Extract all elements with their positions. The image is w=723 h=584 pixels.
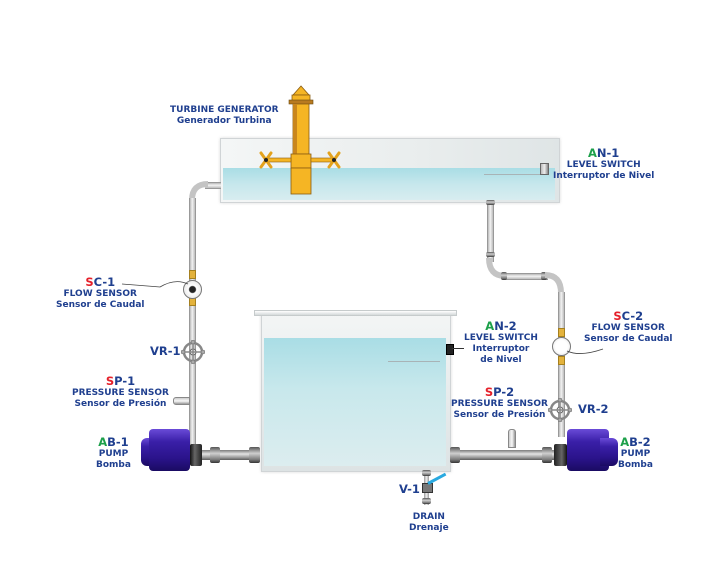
right-pump-inlet-pipe bbox=[450, 450, 560, 460]
coupling bbox=[450, 447, 460, 463]
coupling bbox=[486, 252, 495, 257]
fitting bbox=[189, 270, 196, 279]
coupling bbox=[541, 272, 547, 280]
level-switch-an1-probe bbox=[484, 174, 542, 175]
lower-tank-rim bbox=[254, 310, 457, 316]
fitting bbox=[558, 356, 565, 365]
right-drop-pipe-1 bbox=[487, 200, 494, 262]
coupling bbox=[210, 447, 220, 463]
label-an1: AN-1 LEVEL SWITCH Interruptor de Nivel bbox=[553, 146, 655, 182]
pump-ab1[interactable] bbox=[149, 429, 190, 471]
upper-tank-water bbox=[223, 168, 555, 200]
level-switch-an2-body bbox=[446, 344, 454, 355]
pump-ab2-coupling bbox=[554, 444, 567, 466]
label-sp1: SP-1 PRESSURE SENSOR Sensor de Presión bbox=[72, 374, 169, 410]
label-turbine-generator: TURBINE GENERATOR Generador Turbina bbox=[170, 105, 279, 126]
pressure-sensor-sp1 bbox=[173, 397, 190, 405]
turbine-icon bbox=[259, 85, 341, 195]
fitting bbox=[558, 328, 565, 337]
label-vr1: VR-1 bbox=[150, 344, 181, 358]
label-sc2: SC-2 FLOW SENSOR Sensor de Caudal bbox=[584, 309, 673, 345]
level-switch-an1-body bbox=[540, 163, 549, 175]
label-vr2: VR-2 bbox=[578, 402, 609, 416]
coupling bbox=[486, 200, 495, 205]
drain-coupling bbox=[422, 498, 431, 504]
regulating-valve-vr2-icon[interactable] bbox=[548, 398, 572, 422]
an2-leader-line bbox=[452, 348, 464, 349]
label-ab2: AB-2 PUMP Bomba bbox=[618, 435, 653, 471]
coupling bbox=[542, 447, 552, 463]
pump-ab1-coupling bbox=[190, 444, 202, 466]
drain-coupling bbox=[422, 470, 431, 476]
pipe-elbow bbox=[189, 181, 209, 201]
lower-tank-water bbox=[264, 338, 446, 466]
sc2-leader-line bbox=[566, 348, 604, 354]
label-ab1: AB-1 PUMP Bomba bbox=[96, 435, 131, 471]
label-v1: V-1 bbox=[399, 482, 420, 496]
left-pump-outlet-pipe bbox=[202, 450, 260, 460]
label-an2: AN-2 LEVEL SWITCH Interruptor de Nivel bbox=[464, 319, 538, 366]
flow-sensor-sc1 bbox=[183, 280, 202, 299]
coupling bbox=[501, 272, 507, 280]
sc1-leader-line bbox=[121, 281, 189, 288]
left-return-pipe-top bbox=[205, 182, 221, 189]
flow-sensor-sc2 bbox=[552, 337, 571, 356]
level-switch-an2-probe bbox=[388, 361, 440, 362]
label-drain: DRAIN Drenaje bbox=[409, 512, 449, 533]
pipe-elbow bbox=[545, 272, 564, 294]
pressure-sensor-sp2 bbox=[508, 429, 516, 448]
label-sc1: SC-1 FLOW SENSOR Sensor de Caudal bbox=[56, 275, 145, 311]
left-riser-pipe bbox=[189, 198, 196, 460]
coupling bbox=[249, 447, 260, 463]
regulating-valve-vr1-icon[interactable] bbox=[181, 340, 205, 364]
drain-valve-body bbox=[422, 483, 433, 493]
label-sp2: SP-2 PRESSURE SENSOR Sensor de Presión bbox=[451, 385, 548, 421]
right-horizontal-pipe bbox=[503, 273, 548, 280]
pump-ab2-cap bbox=[600, 438, 618, 466]
